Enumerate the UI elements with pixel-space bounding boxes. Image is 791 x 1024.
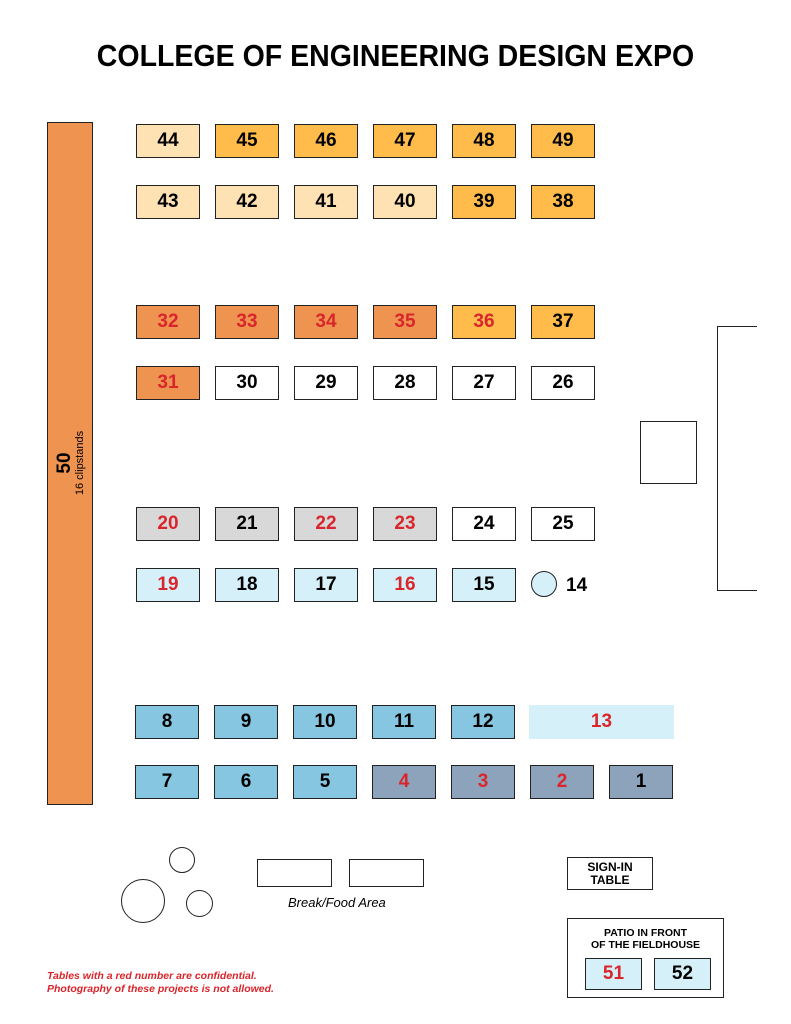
patio-title-line2: OF THE FIELDHOUSE <box>590 939 701 951</box>
booth-51[interactable]: 51 <box>585 958 642 990</box>
booth-19[interactable]: 19 <box>136 568 200 602</box>
booth-7[interactable]: 7 <box>135 765 199 799</box>
confidential-note-line1: Tables with a red number are confidentia… <box>47 970 257 982</box>
booth-39[interactable]: 39 <box>452 185 516 219</box>
small-round-table <box>169 847 195 873</box>
booth-52[interactable]: 52 <box>654 958 711 990</box>
booth-10[interactable]: 10 <box>293 705 357 739</box>
booth-44[interactable]: 44 <box>136 124 200 158</box>
small-round-table <box>186 890 213 917</box>
booth-5[interactable]: 5 <box>293 765 357 799</box>
booth-27[interactable]: 27 <box>452 366 516 400</box>
patio-title: PATIO IN FRONT OF THE FIELDHOUSE <box>568 927 723 951</box>
booth-36[interactable]: 36 <box>452 305 516 339</box>
booth-17[interactable]: 17 <box>294 568 358 602</box>
booth-46[interactable]: 46 <box>294 124 358 158</box>
booth-29[interactable]: 29 <box>294 366 358 400</box>
booth-38[interactable]: 38 <box>531 185 595 219</box>
booth-32[interactable]: 32 <box>136 305 200 339</box>
food-table-right <box>349 859 424 887</box>
booth-48[interactable]: 48 <box>452 124 516 158</box>
booth-6[interactable]: 6 <box>214 765 278 799</box>
confidential-note-line2: Photography of these projects is not all… <box>47 983 274 995</box>
page-title: COLLEGE OF ENGINEERING DESIGN EXPO <box>96 38 695 73</box>
sign-in-line2: TABLE <box>590 872 630 887</box>
booth-23[interactable]: 23 <box>373 507 437 541</box>
sign-in-line1: SIGN-IN <box>587 859 633 874</box>
booth-50-long-table[interactable] <box>47 122 93 805</box>
booth-11[interactable]: 11 <box>372 705 436 739</box>
side-table-outline <box>640 421 697 484</box>
booth-12[interactable]: 12 <box>451 705 515 739</box>
booth-14-number: 14 <box>566 575 588 596</box>
confidential-note: Tables with a red number are confidentia… <box>47 970 274 996</box>
booth-34[interactable]: 34 <box>294 305 358 339</box>
booth-47[interactable]: 47 <box>373 124 437 158</box>
booth-50-subtitle: 16 clipstands <box>74 430 86 496</box>
booth-21[interactable]: 21 <box>215 507 279 541</box>
booth-35[interactable]: 35 <box>373 305 437 339</box>
patio-area: PATIO IN FRONT OF THE FIELDHOUSE <box>567 918 724 998</box>
booth-45[interactable]: 45 <box>215 124 279 158</box>
booth-37[interactable]: 37 <box>531 305 595 339</box>
booth-43[interactable]: 43 <box>136 185 200 219</box>
booth-22[interactable]: 22 <box>294 507 358 541</box>
patio-title-line1: PATIO IN FRONT <box>603 927 688 939</box>
booth-1[interactable]: 1 <box>609 765 673 799</box>
booth-4[interactable]: 4 <box>372 765 436 799</box>
booth-18[interactable]: 18 <box>215 568 279 602</box>
booth-24[interactable]: 24 <box>452 507 516 541</box>
large-round-table <box>121 879 165 923</box>
booth-9[interactable]: 9 <box>214 705 278 739</box>
booth-40[interactable]: 40 <box>373 185 437 219</box>
food-table-left <box>257 859 332 887</box>
booth-31[interactable]: 31 <box>136 366 200 400</box>
booth-49[interactable]: 49 <box>531 124 595 158</box>
booth-28[interactable]: 28 <box>373 366 437 400</box>
booth-14-round-table[interactable] <box>531 571 557 597</box>
booth-8[interactable]: 8 <box>135 705 199 739</box>
booth-25[interactable]: 25 <box>531 507 595 541</box>
wall-bracket-outline <box>717 326 757 591</box>
booth-42[interactable]: 42 <box>215 185 279 219</box>
booth-15[interactable]: 15 <box>452 568 516 602</box>
booth-13[interactable]: 13 <box>529 705 674 739</box>
booth-16[interactable]: 16 <box>373 568 437 602</box>
booth-50-number: 50 <box>54 452 75 474</box>
booth-30[interactable]: 30 <box>215 366 279 400</box>
booth-3[interactable]: 3 <box>451 765 515 799</box>
sign-in-table[interactable]: SIGN-IN TABLE <box>567 857 653 890</box>
booth-2[interactable]: 2 <box>530 765 594 799</box>
booth-33[interactable]: 33 <box>215 305 279 339</box>
booth-20[interactable]: 20 <box>136 507 200 541</box>
booth-26[interactable]: 26 <box>531 366 595 400</box>
booth-41[interactable]: 41 <box>294 185 358 219</box>
break-area-label: Break/Food Area <box>288 895 386 910</box>
